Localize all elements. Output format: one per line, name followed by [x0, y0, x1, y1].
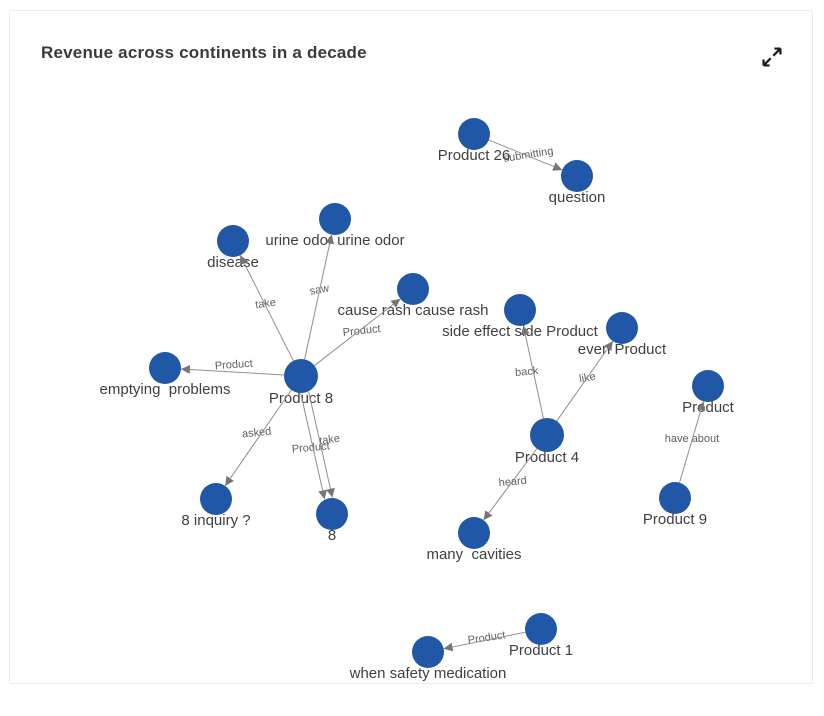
graph-edge-product-8-emptying-problems	[180, 364, 285, 376]
graph-edge-product-4-many-cavities	[483, 448, 538, 521]
graph-node-many-cavities[interactable]	[458, 517, 490, 549]
graph-node-cause-rash[interactable]	[397, 273, 429, 305]
node-label-cause-rash: cause rash cause rash	[338, 302, 489, 319]
node-label-product-26: Product 26	[438, 147, 511, 164]
graph-edge-product-26-question	[488, 139, 563, 171]
node-label-product-1: Product 1	[509, 642, 573, 659]
graph-node-disease[interactable]	[217, 225, 249, 257]
graph-labels-layer: submittingtakesawProductProductaskedProd…	[100, 145, 735, 682]
node-label-side-effect: side effect side Product	[442, 323, 598, 340]
graph-node-product-1[interactable]	[525, 613, 557, 645]
node-label-question: question	[549, 189, 606, 206]
graph-edge-product-8-urine-odor	[304, 234, 335, 360]
edge-label-product-4-side-effect: back	[515, 365, 540, 379]
node-label-even-product: even Product	[578, 341, 667, 358]
edge-label-product-8-cause-rash: Product	[342, 323, 381, 339]
graph-edge-product-8-8	[308, 391, 335, 498]
graph-edge-product-8-8	[300, 393, 328, 500]
graph-nodes-layer	[149, 118, 724, 668]
graph-edge-product-8-disease	[239, 255, 294, 362]
graph-node-when-safety[interactable]	[412, 636, 444, 668]
edge-label-product-1-when-safety: Product	[467, 629, 506, 646]
graph-edge-product-9-product	[679, 401, 706, 483]
node-label-product-9: Product 9	[643, 511, 707, 528]
expand-button[interactable]	[759, 44, 785, 70]
graph-node-question[interactable]	[561, 160, 593, 192]
edge-label-product-8-disease: take	[254, 297, 276, 312]
graph-node-product-8[interactable]	[284, 359, 318, 393]
node-label-many-cavities: many cavities	[426, 546, 521, 563]
graph-edge-product-4-even-product	[556, 340, 614, 422]
node-label-when-safety: when safety medication	[349, 665, 507, 682]
graph-node-even-product[interactable]	[606, 312, 638, 344]
graph-node-product-4[interactable]	[530, 418, 564, 452]
graph-node-urine-odor[interactable]	[319, 203, 351, 235]
graph-edge-product-8-cause-rash	[314, 298, 401, 366]
chart-title: Revenue across continents in a decade	[41, 43, 367, 62]
edge-label-product-8-8-inquiry: asked	[241, 426, 271, 441]
graph-node-product-26[interactable]	[458, 118, 490, 150]
node-label-8: 8	[328, 527, 336, 544]
node-label-urine-odor: urine odor urine odor	[265, 232, 404, 249]
edge-label-product-8-emptying-problems: Product	[214, 358, 253, 373]
graph-edge-product-4-side-effect	[520, 325, 544, 419]
graph-node-emptying-problems[interactable]	[149, 352, 181, 384]
graph-edge-product-8-8-inquiry	[224, 389, 292, 487]
edge-label-product-8-8: take	[318, 433, 340, 448]
edge-label-product-4-many-cavities: heard	[498, 475, 527, 489]
node-label-product-4: Product 4	[515, 449, 579, 466]
graph-node-8[interactable]	[316, 498, 348, 530]
node-label-product: Product	[682, 399, 735, 416]
chart-card: submittingtakesawProductProductaskedProd…	[9, 10, 813, 684]
node-label-8-inquiry: 8 inquiry ?	[181, 512, 250, 529]
graph-edge-product-1-when-safety	[443, 631, 526, 652]
graph-node-8-inquiry[interactable]	[200, 483, 232, 515]
graph-node-product[interactable]	[692, 370, 724, 402]
node-label-product-8: Product 8	[269, 390, 333, 407]
graph-canvas[interactable]: submittingtakesawProductProductaskedProd…	[10, 11, 824, 716]
graph-node-product-9[interactable]	[659, 482, 691, 514]
expand-icon	[762, 47, 782, 67]
edge-label-product-26-question: submitting	[503, 145, 554, 165]
graph-edges-layer	[180, 139, 706, 652]
node-label-emptying-problems: emptying problems	[100, 381, 231, 398]
graph-node-side-effect[interactable]	[504, 294, 536, 326]
